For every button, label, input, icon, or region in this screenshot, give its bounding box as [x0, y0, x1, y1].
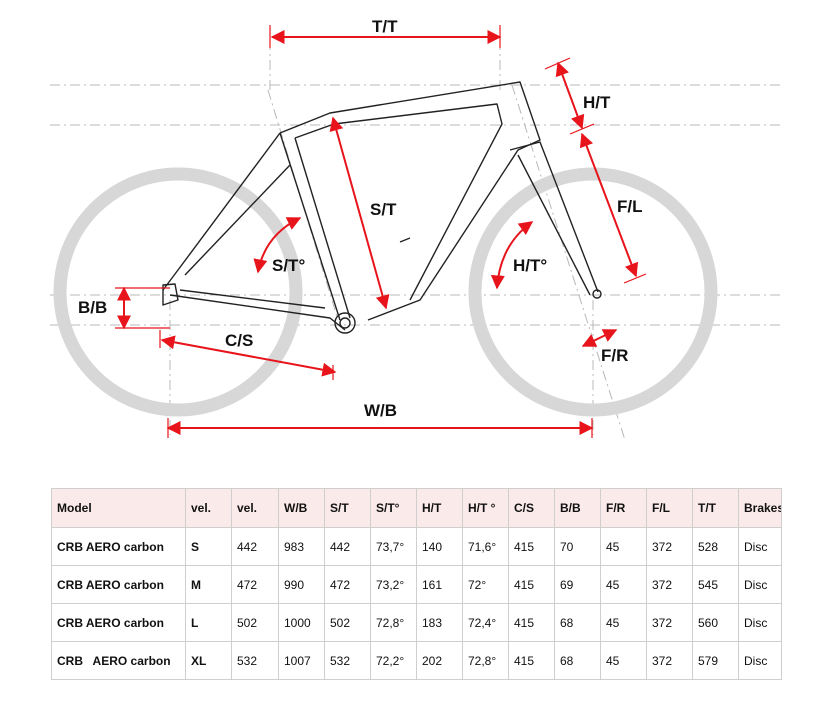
model-cell: CRB AERO carbon — [51, 641, 186, 680]
table-cell: 45 — [600, 641, 647, 680]
fl-dimension — [579, 132, 639, 278]
table-cell: 502 — [324, 603, 371, 642]
column-header: W/B — [278, 488, 325, 528]
table-cell: 1000 — [278, 603, 325, 642]
table-cell: 70 — [554, 527, 601, 566]
table-cell: 528 — [692, 527, 739, 566]
table-cell: Disc — [738, 603, 782, 642]
bike-geometry-diagram: T/T H/T S/T F/L B/B S/T° H/T° C/S F/R W/… — [50, 17, 782, 441]
table-header-row: Model vel. vel. W/B S/T S/T° H/T H/T ° C… — [51, 488, 782, 528]
column-header: B/B — [554, 488, 601, 528]
table-cell: 73,2° — [370, 565, 417, 604]
table-cell: 472 — [324, 565, 371, 604]
dimension-lines — [117, 30, 639, 435]
size-cell: S — [185, 527, 232, 566]
table-cell: 372 — [646, 641, 693, 680]
tt-label: T/T — [372, 17, 398, 36]
table-cell: 415 — [508, 527, 555, 566]
table-cell: 68 — [554, 603, 601, 642]
column-header: F/L — [646, 488, 693, 528]
bb-label: B/B — [78, 298, 107, 317]
column-header: H/T ° — [462, 488, 509, 528]
table-cell: 183 — [416, 603, 463, 642]
column-header: S/T° — [370, 488, 417, 528]
column-header: T/T — [692, 488, 739, 528]
table-cell: Disc — [738, 565, 782, 604]
size-cell: M — [185, 565, 232, 604]
table-cell: 68 — [554, 641, 601, 680]
table-cell: 73,7° — [370, 527, 417, 566]
column-header: Brakes — [738, 488, 782, 528]
table-cell: 45 — [600, 603, 647, 642]
column-header: vel. — [185, 488, 232, 528]
table-cell: 579 — [692, 641, 739, 680]
table-cell: 545 — [692, 565, 739, 604]
table-cell: 415 — [508, 565, 555, 604]
fr-label: F/R — [601, 346, 628, 365]
fl-label: F/L — [617, 197, 643, 216]
st-angle-label: S/T° — [272, 256, 305, 275]
table-cell: 472 — [231, 565, 279, 604]
table-cell: 415 — [508, 603, 555, 642]
table-cell: 442 — [324, 527, 371, 566]
table-cell: 202 — [416, 641, 463, 680]
geometry-table: Model vel. vel. W/B S/T S/T° H/T H/T ° C… — [51, 488, 782, 680]
column-header: C/S — [508, 488, 555, 528]
cs-dimension — [160, 335, 337, 377]
table-cell: 990 — [278, 565, 325, 604]
table-cell: 1007 — [278, 641, 325, 680]
column-header: vel. — [231, 488, 279, 528]
table-cell: 372 — [646, 527, 693, 566]
table-cell: 983 — [278, 527, 325, 566]
table-cell: 442 — [231, 527, 279, 566]
table-cell: 502 — [231, 603, 279, 642]
rear-wheel — [53, 167, 303, 417]
table-row: CRB AERO carbon XL 532 1007 532 72,2° 20… — [51, 641, 782, 680]
table-cell: 45 — [600, 527, 647, 566]
ht-angle-arc — [490, 221, 534, 290]
table-cell: 372 — [646, 565, 693, 604]
st-angle-arc — [253, 217, 302, 274]
table-cell: 532 — [231, 641, 279, 680]
ht-angle-label: H/T° — [513, 256, 547, 275]
table-cell: 72,8° — [462, 641, 509, 680]
table-cell: 140 — [416, 527, 463, 566]
model-cell: CRB AERO carbon — [51, 527, 186, 566]
table-cell: 72° — [462, 565, 509, 604]
wb-label: W/B — [364, 401, 397, 420]
cs-label: C/S — [225, 331, 253, 350]
table-cell: Disc — [738, 641, 782, 680]
table-row: CRB AERO carbon L 502 1000 502 72,8° 183… — [51, 603, 782, 642]
table-cell: 71,6° — [462, 527, 509, 566]
st-dimension — [329, 116, 390, 310]
column-header: F/R — [600, 488, 647, 528]
table-cell: 415 — [508, 641, 555, 680]
table-cell: 45 — [600, 565, 647, 604]
column-header: H/T — [416, 488, 463, 528]
bike-frame — [162, 81, 602, 334]
table-row: CRB AERO carbon S 442 983 442 73,7° 140 … — [51, 527, 782, 566]
ht-dimension — [555, 61, 585, 130]
column-header: Model — [51, 488, 186, 528]
table-cell: 69 — [554, 565, 601, 604]
ht-label: H/T — [583, 93, 611, 112]
model-cell: CRB AERO carbon — [51, 603, 186, 642]
table-row: CRB AERO carbon M 472 990 472 73,2° 161 … — [51, 565, 782, 604]
table-cell: 72,8° — [370, 603, 417, 642]
table-cell: 372 — [646, 603, 693, 642]
table-cell: 161 — [416, 565, 463, 604]
table-cell: 72,2° — [370, 641, 417, 680]
fr-dimension — [581, 329, 618, 347]
table-cell: 532 — [324, 641, 371, 680]
size-cell: XL — [185, 641, 232, 680]
size-cell: L — [185, 603, 232, 642]
table-cell: Disc — [738, 527, 782, 566]
table-cell: 560 — [692, 603, 739, 642]
table-cell: 72,4° — [462, 603, 509, 642]
column-header: S/T — [324, 488, 371, 528]
model-cell: CRB AERO carbon — [51, 565, 186, 604]
st-label: S/T — [370, 200, 397, 219]
